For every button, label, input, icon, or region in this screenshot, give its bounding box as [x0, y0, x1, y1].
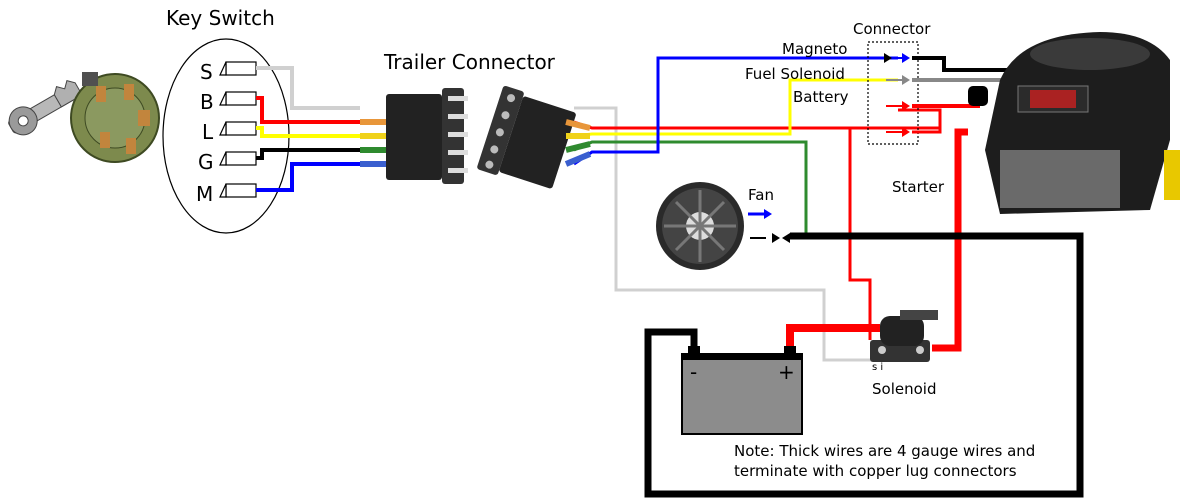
pin-label-b: B [200, 90, 214, 114]
battery-to-solenoid-wire [848, 128, 872, 340]
note-line-2: terminate with copper lug connectors [734, 462, 1017, 480]
key-switch-title: Key Switch [166, 6, 275, 30]
magneto-label: Magneto [782, 40, 848, 58]
connector-title: Connector [853, 20, 931, 38]
solenoid-icon [870, 310, 938, 362]
connector-arrows [884, 53, 910, 137]
pin-label-m: M [196, 182, 214, 206]
wires-connector-to-engine [912, 56, 1010, 134]
wire-sleeves-left [360, 105, 388, 167]
key-switch-terminals [219, 61, 257, 198]
fuel-solenoid-label: Fuel Solenoid [745, 65, 845, 83]
engine-connector-box [867, 41, 919, 145]
trailer-connector-title: Trailer Connector [384, 50, 555, 74]
solenoid-terminal-label: s i [872, 362, 884, 373]
trailer-connector-left [386, 88, 468, 184]
pin-label-s: S [200, 60, 213, 84]
key-switch-icon [8, 72, 160, 163]
solenoid-label: Solenoid [872, 380, 937, 398]
battery-plus: + [778, 360, 795, 384]
trailer-connector-right [477, 85, 576, 189]
battery-wire-label: Battery [793, 88, 849, 106]
pin-label-l: L [202, 120, 214, 144]
note-line-1: Note: Thick wires are 4 gauge wires and [734, 442, 1036, 460]
fan-connector-arrows [748, 209, 790, 243]
engine-icon [968, 32, 1180, 214]
ground-cable [644, 232, 1084, 498]
battery-minus: - [690, 360, 698, 384]
wires-key-to-trailer [256, 66, 388, 192]
starter-wire [932, 128, 968, 352]
pin-label-g: G [198, 150, 214, 174]
wires-trailer-to-engine [573, 56, 942, 362]
starter-label: Starter [892, 178, 945, 196]
fan-label: Fan [748, 186, 774, 204]
fan-icon [656, 182, 744, 270]
wire-sleeves-right [564, 119, 592, 167]
battery-positive-cable [786, 324, 880, 354]
battery-icon [681, 346, 803, 435]
